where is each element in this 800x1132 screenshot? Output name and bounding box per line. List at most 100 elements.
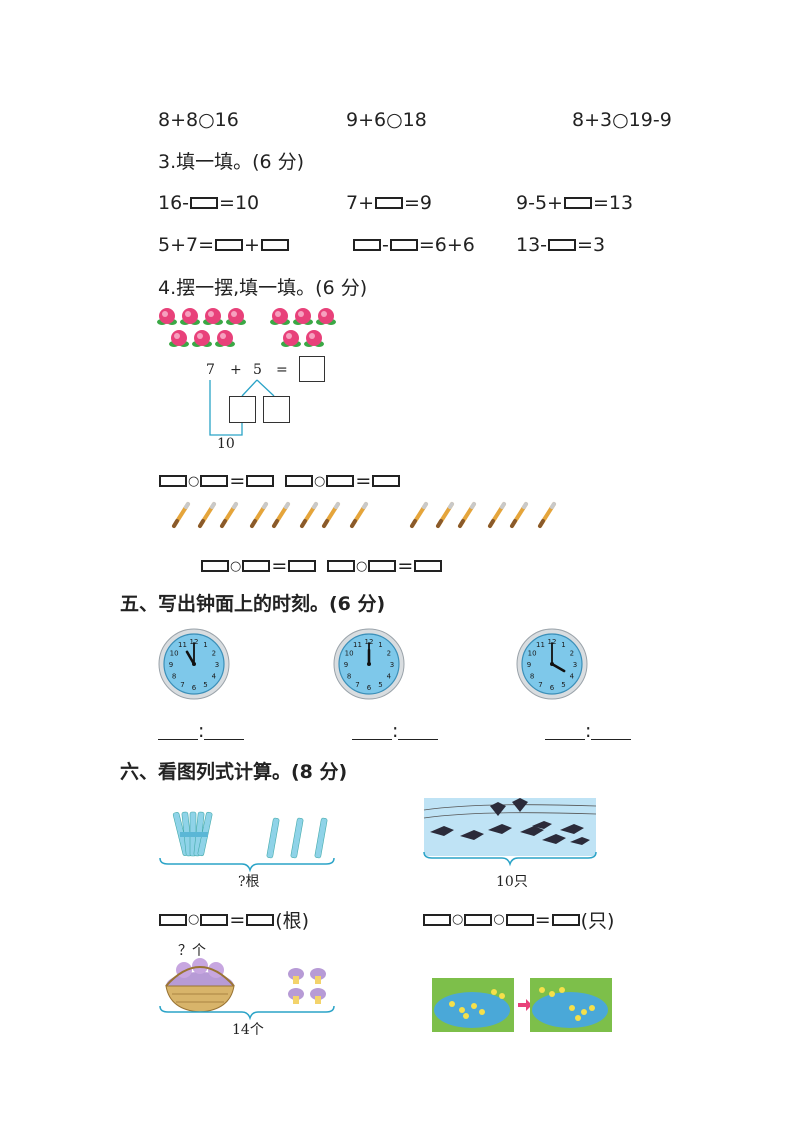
svg-text:12: 12	[190, 638, 199, 646]
svg-text:10: 10	[170, 650, 179, 658]
answer-box[interactable]	[246, 913, 275, 926]
svg-text:5: 5	[561, 681, 565, 689]
svg-text:3: 3	[215, 661, 219, 669]
compare-3: 8+3○19-9	[572, 109, 672, 131]
pond-after	[530, 978, 612, 1032]
answer-box[interactable]	[389, 239, 418, 251]
answer-box[interactable]	[215, 239, 244, 251]
answer-box[interactable]	[548, 239, 577, 251]
svg-text:1: 1	[378, 641, 382, 649]
answer-box[interactable]	[414, 560, 443, 572]
section-5-title: 五、写出钟面上的时刻。(6 分)	[120, 593, 386, 615]
answer-box[interactable]	[375, 197, 404, 209]
answer-box[interactable]	[200, 913, 229, 926]
svg-text:7: 7	[180, 681, 184, 689]
svg-text:3: 3	[573, 661, 577, 669]
compare-1: 8+8○16	[158, 109, 239, 131]
svg-text:8: 8	[530, 673, 534, 681]
hour-blank[interactable]	[158, 723, 198, 740]
svg-text:7: 7	[355, 681, 359, 689]
answer-box[interactable]	[464, 913, 493, 926]
answer-box[interactable]	[200, 475, 229, 487]
pond-before	[432, 978, 514, 1032]
pencil-eq-1: ○=	[200, 555, 317, 577]
svg-text:8: 8	[172, 673, 176, 681]
hour-blank[interactable]	[545, 723, 585, 740]
q3-eq-6: 13-=3	[516, 234, 606, 256]
diagram-b: 5	[253, 362, 262, 378]
svg-text:4: 4	[570, 673, 575, 681]
sticks-label: ?根	[238, 874, 260, 890]
pencil-eq-2: ○=	[326, 555, 443, 577]
diagram-a: 7	[206, 362, 215, 378]
q4-title: 4.摆一摆,填一填。(6 分)	[158, 277, 368, 299]
answer-box[interactable]	[326, 475, 355, 487]
single-sticks	[266, 817, 328, 859]
peach-eq-2: ○=	[284, 470, 401, 492]
svg-text:5: 5	[203, 681, 207, 689]
peach-group-right	[270, 308, 336, 347]
answer-box[interactable]	[423, 913, 451, 926]
answer-box[interactable]	[372, 475, 401, 487]
make-ten-lines	[209, 379, 275, 436]
answer-box[interactable]	[246, 475, 275, 487]
svg-text:12: 12	[365, 638, 374, 646]
svg-text:2: 2	[387, 650, 391, 658]
split-box-2[interactable]	[263, 396, 290, 423]
answer-box[interactable]	[353, 239, 381, 251]
svg-text:9: 9	[527, 661, 531, 669]
stick-bundle	[172, 811, 213, 857]
q3-title: 3.填一填。(6 分)	[158, 151, 305, 173]
minute-blank[interactable]	[398, 723, 439, 740]
peach-group-left	[157, 308, 246, 347]
answer-box[interactable]	[505, 913, 534, 926]
svg-text:6: 6	[367, 684, 372, 692]
diagram-eq: =	[276, 362, 288, 378]
answer-box[interactable]	[368, 560, 397, 572]
answer-box[interactable]	[190, 197, 219, 209]
svg-text:2: 2	[212, 650, 216, 658]
split-box-1[interactable]	[229, 396, 256, 423]
sticks-equation: ○=(根)	[158, 906, 309, 933]
birds-label: 10只	[496, 874, 528, 890]
diagram-ten: 10	[217, 436, 235, 452]
basket	[165, 958, 235, 1013]
section-6-title: 六、看图列式计算。(8 分)	[120, 761, 348, 783]
answer-box[interactable]	[260, 239, 289, 251]
minute-blank[interactable]	[591, 723, 632, 740]
svg-text:3: 3	[390, 661, 394, 669]
svg-text:10: 10	[528, 650, 537, 658]
result-box[interactable]	[299, 356, 325, 382]
hour-blank[interactable]	[352, 723, 392, 740]
answer-box[interactable]	[159, 475, 187, 487]
svg-text:11: 11	[536, 641, 545, 649]
ducks-pond-illustration	[432, 978, 612, 1032]
q3-eq-4: 5+7=+	[158, 234, 290, 256]
arrow-icon	[518, 999, 532, 1011]
answer-box[interactable]	[327, 560, 355, 572]
svg-text:4: 4	[387, 673, 392, 681]
mushrooms	[288, 968, 326, 1004]
svg-text:10: 10	[345, 650, 354, 658]
mushroom-basket-illustration	[159, 958, 335, 1021]
time-answer-3: :	[545, 720, 632, 742]
birds-illustration	[423, 798, 597, 867]
basket-label: ？个	[178, 943, 206, 959]
pencils-illustration	[172, 502, 556, 528]
svg-text:9: 9	[344, 661, 348, 669]
svg-text:4: 4	[212, 673, 217, 681]
answer-box[interactable]	[551, 913, 580, 926]
answer-box[interactable]	[242, 560, 271, 572]
svg-text:11: 11	[353, 641, 362, 649]
q3-eq-2: 7+=9	[346, 192, 433, 214]
minute-blank[interactable]	[204, 723, 245, 740]
time-answer-2: :	[352, 720, 439, 742]
answer-box[interactable]	[159, 913, 187, 926]
answer-box[interactable]	[288, 560, 317, 572]
answer-box[interactable]	[201, 560, 229, 572]
compare-2: 9+6○18	[346, 109, 427, 131]
sticks-illustration	[159, 811, 335, 873]
answer-box[interactable]	[285, 475, 313, 487]
answer-box[interactable]	[563, 197, 592, 209]
